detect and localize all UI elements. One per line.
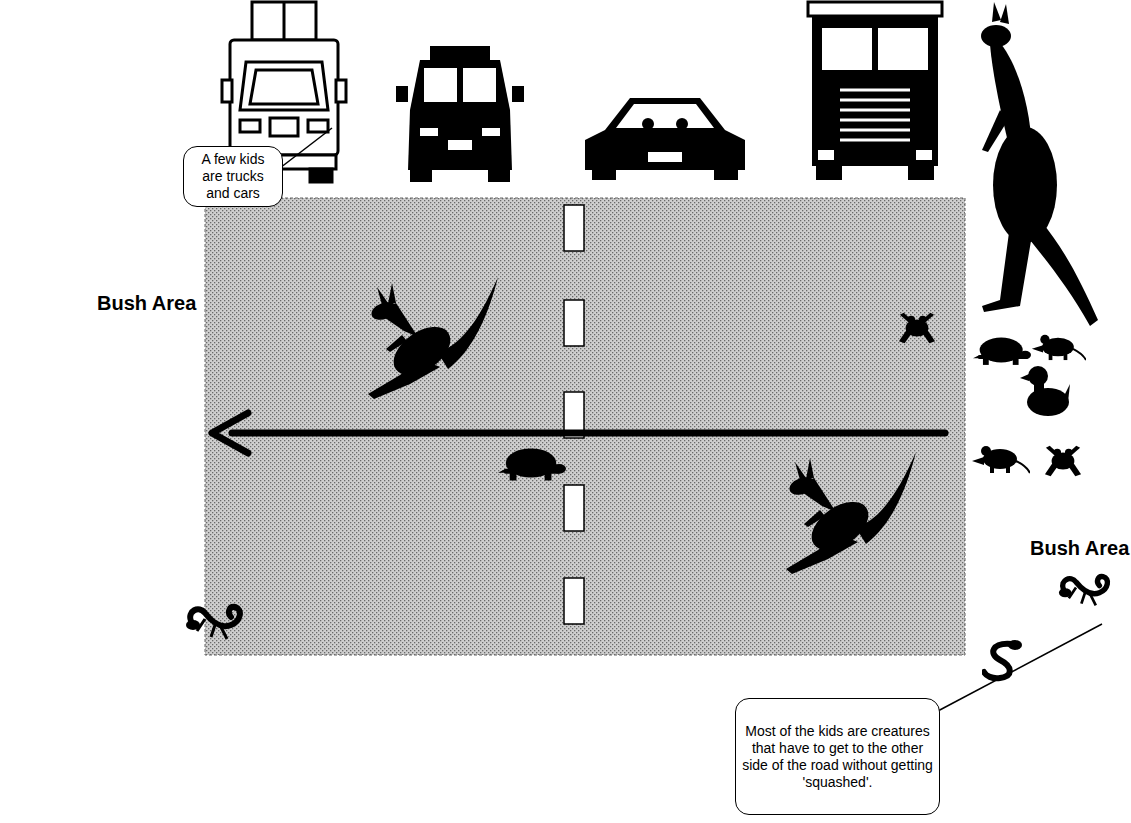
- snake: [984, 640, 1022, 678]
- duck: [1020, 366, 1070, 416]
- crossing-arrow: [212, 413, 945, 453]
- leader-line: [936, 624, 1102, 712]
- jeep: [396, 46, 524, 182]
- mouse: [972, 446, 1030, 473]
- area-label: Bush Area: [97, 292, 196, 315]
- mouse: [1032, 335, 1086, 360]
- kangaroo: [368, 277, 498, 399]
- lizard: [186, 607, 240, 639]
- callout-text: A few kids are trucks and cars: [190, 151, 276, 202]
- road: [205, 198, 965, 655]
- area-label: Bush Area: [1030, 537, 1129, 560]
- kangaroo: [981, 2, 1098, 326]
- callout-content: Most of the kids are creatures that have…: [742, 723, 933, 791]
- truck-black: [808, 2, 942, 180]
- frog: [899, 313, 935, 343]
- callout-content: A few kids are trucks and cars: [190, 151, 276, 202]
- lizard: [1059, 577, 1108, 606]
- callout-box: Most of the kids are creatures that have…: [735, 698, 940, 815]
- centre-line: [564, 205, 584, 624]
- turtle: [498, 448, 566, 480]
- sports-car: [585, 98, 745, 180]
- kangaroo: [786, 452, 916, 574]
- callout-box: A few kids are trucks and cars: [183, 146, 283, 207]
- leader-line: [280, 128, 332, 168]
- turtle: [973, 338, 1031, 365]
- frog: [1045, 446, 1081, 476]
- callout-text: Most of the kids are creatures that have…: [742, 723, 933, 791]
